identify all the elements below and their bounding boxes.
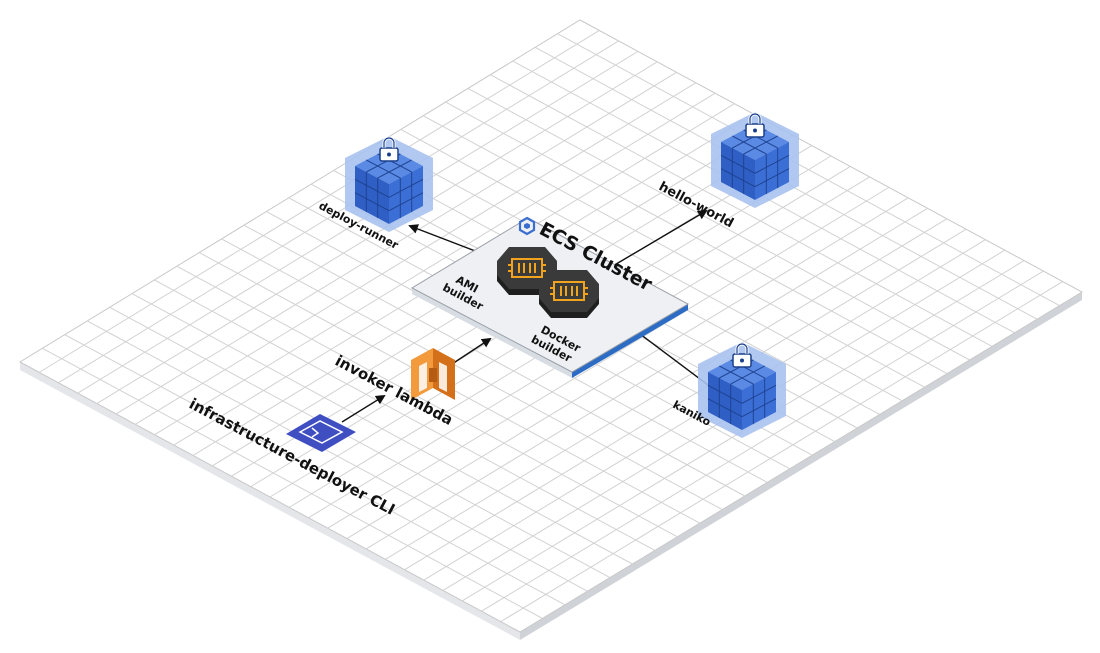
grid-line bbox=[243, 224, 746, 497]
grid-line bbox=[221, 238, 723, 511]
grid-line bbox=[176, 265, 678, 538]
docker-builder-chip-icon bbox=[538, 269, 600, 319]
floor-right-edge bbox=[520, 292, 1082, 640]
grid-line bbox=[58, 40, 619, 384]
grid-line bbox=[385, 218, 948, 560]
grid-line bbox=[42, 347, 543, 619]
grid-line bbox=[490, 74, 993, 347]
grid-line bbox=[96, 61, 658, 404]
grid-line bbox=[115, 71, 677, 415]
aws-lambda-icon bbox=[411, 348, 455, 400]
cluster-platform-left-side bbox=[412, 288, 572, 378]
grid-line bbox=[154, 92, 716, 436]
grid-line bbox=[38, 30, 600, 373]
terminal-window-icon bbox=[286, 414, 356, 452]
grid-line bbox=[467, 87, 970, 361]
grid-line bbox=[64, 334, 566, 606]
grid-line bbox=[481, 270, 1044, 612]
grid-line bbox=[131, 293, 633, 565]
grid-line bbox=[557, 33, 1060, 307]
grid-line bbox=[400, 129, 903, 402]
grid-line bbox=[365, 207, 928, 550]
grid-line bbox=[327, 186, 890, 529]
floor-left-edge bbox=[20, 362, 520, 640]
grid-line bbox=[135, 82, 697, 425]
grid-line bbox=[86, 320, 588, 592]
grid-line bbox=[422, 115, 925, 388]
ecs-logo-icon bbox=[518, 216, 536, 236]
cluster-platform-right-side bbox=[572, 304, 688, 378]
grid-line bbox=[404, 228, 967, 571]
grid-line bbox=[77, 50, 639, 394]
ecs-cluster: ECS Cluster AMI builder Docker builder bbox=[410, 216, 690, 378]
arrow-cli-to-lambda bbox=[341, 394, 386, 423]
grid-line bbox=[109, 306, 611, 579]
grid-line bbox=[500, 281, 1063, 623]
grid-line bbox=[346, 197, 909, 539]
grid-line bbox=[445, 101, 948, 375]
arrow-lambda-to-cluster bbox=[451, 337, 492, 365]
connectors bbox=[341, 210, 713, 423]
grid-line bbox=[154, 279, 656, 551]
arrow-cluster-to-hello-world bbox=[605, 210, 708, 271]
